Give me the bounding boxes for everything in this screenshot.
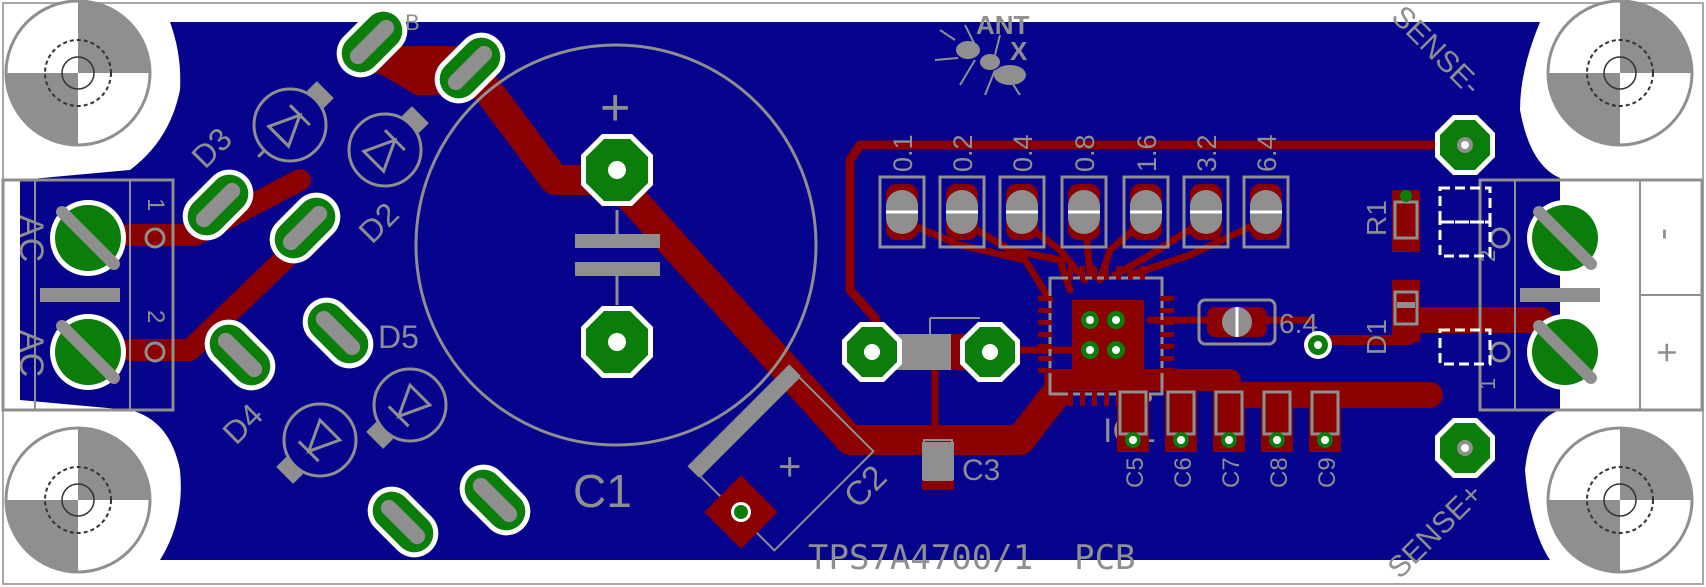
output-screw-2 xyxy=(1527,314,1603,390)
jumper-0.1 xyxy=(878,175,926,249)
capacitor-c6 xyxy=(1165,388,1197,452)
resistor-pad-left xyxy=(842,322,902,382)
c7-label: C7 xyxy=(1218,457,1245,488)
output-label-minus: - xyxy=(1647,228,1688,240)
c1-plus-mark: + xyxy=(600,79,630,137)
via-small xyxy=(1304,331,1332,359)
output-pin1-label: 1 xyxy=(1475,378,1500,390)
input-label-ac-bottom: AC xyxy=(12,330,50,377)
sense-plus-pad xyxy=(1435,418,1495,478)
mounting-hole xyxy=(4,426,152,574)
jumper-label-3.2: 3.2 xyxy=(1192,134,1222,172)
jumper-label-0.1: 0.1 xyxy=(888,134,918,172)
top-edge-glyph: B xyxy=(405,10,420,35)
diode-d4 xyxy=(276,402,358,484)
board-title: TPS7A4700/1 PCB xyxy=(808,538,1136,578)
c1-pad-minus xyxy=(581,306,653,378)
diode-d5 xyxy=(366,367,448,449)
c1-label: C1 xyxy=(573,465,632,517)
jumper-3.2 xyxy=(1182,175,1230,249)
input-pin2-label: 2 xyxy=(142,310,169,323)
input-pin1-label: 1 xyxy=(142,198,169,211)
capacitor-c5 xyxy=(1117,388,1149,452)
diode-d3 xyxy=(252,81,334,163)
capacitor-c7 xyxy=(1213,388,1245,452)
smd-outline-top xyxy=(1438,186,1492,366)
jumper-0.4 xyxy=(998,175,1046,249)
output-screw-1 xyxy=(1527,200,1603,276)
jumper-0.2 xyxy=(938,175,986,249)
jumper-label-0.2: 0.2 xyxy=(948,134,978,172)
c9-label: C9 xyxy=(1314,457,1341,488)
capacitor-c9 xyxy=(1309,388,1341,452)
c3-label: C3 xyxy=(962,454,1000,487)
capacitor-c1 xyxy=(414,43,818,447)
input-screw-1 xyxy=(50,200,126,276)
c2-pad xyxy=(704,475,778,549)
jumper-0.8 xyxy=(1060,175,1108,249)
c5-label: C5 xyxy=(1122,457,1149,488)
output-label-plus: + xyxy=(1647,342,1688,363)
r1-label: R1 xyxy=(1361,200,1392,236)
output-terminal-block xyxy=(1478,178,1704,412)
input-label-ac-top: AC xyxy=(12,215,50,262)
output-pin2-label: 2 xyxy=(1475,250,1500,262)
resistor-r1 xyxy=(1392,190,1420,252)
ant-logo xyxy=(934,24,1026,96)
jumper-label-1.6: 1.6 xyxy=(1132,134,1162,172)
mounting-hole xyxy=(1546,426,1694,574)
capacitor-c8 xyxy=(1261,388,1293,452)
jumper-label-6.4: 6.4 xyxy=(1252,134,1282,172)
d5-label: D5 xyxy=(378,319,419,355)
d1-label: D1 xyxy=(1361,319,1392,355)
jumper-1.6 xyxy=(1122,175,1170,249)
c1-pad-plus xyxy=(581,134,653,206)
c2-plus-mark: + xyxy=(778,445,801,489)
jumper-6.4 xyxy=(1242,175,1290,249)
sense-minus-pad xyxy=(1435,115,1495,175)
input-screw-2 xyxy=(50,314,126,390)
mounting-hole xyxy=(4,0,152,147)
capacitor-c3 xyxy=(922,430,954,490)
logo-bottom-text: X xyxy=(1010,36,1028,66)
resistor-pad-right xyxy=(960,322,1020,382)
jumper-6.4-extra xyxy=(1197,298,1277,346)
mounting-hole xyxy=(1546,0,1694,147)
led-d1 xyxy=(1392,280,1420,342)
jumper-label-0.4: 0.4 xyxy=(1008,134,1038,172)
diode-d2 xyxy=(347,106,429,188)
jumper-label-0.8: 0.8 xyxy=(1070,134,1100,172)
c8-label: C8 xyxy=(1266,457,1293,488)
diode-pads xyxy=(182,6,531,558)
input-terminal-block xyxy=(1,178,175,412)
logo-top-text: ANT xyxy=(976,10,1030,40)
c6-label: C6 xyxy=(1170,457,1197,488)
